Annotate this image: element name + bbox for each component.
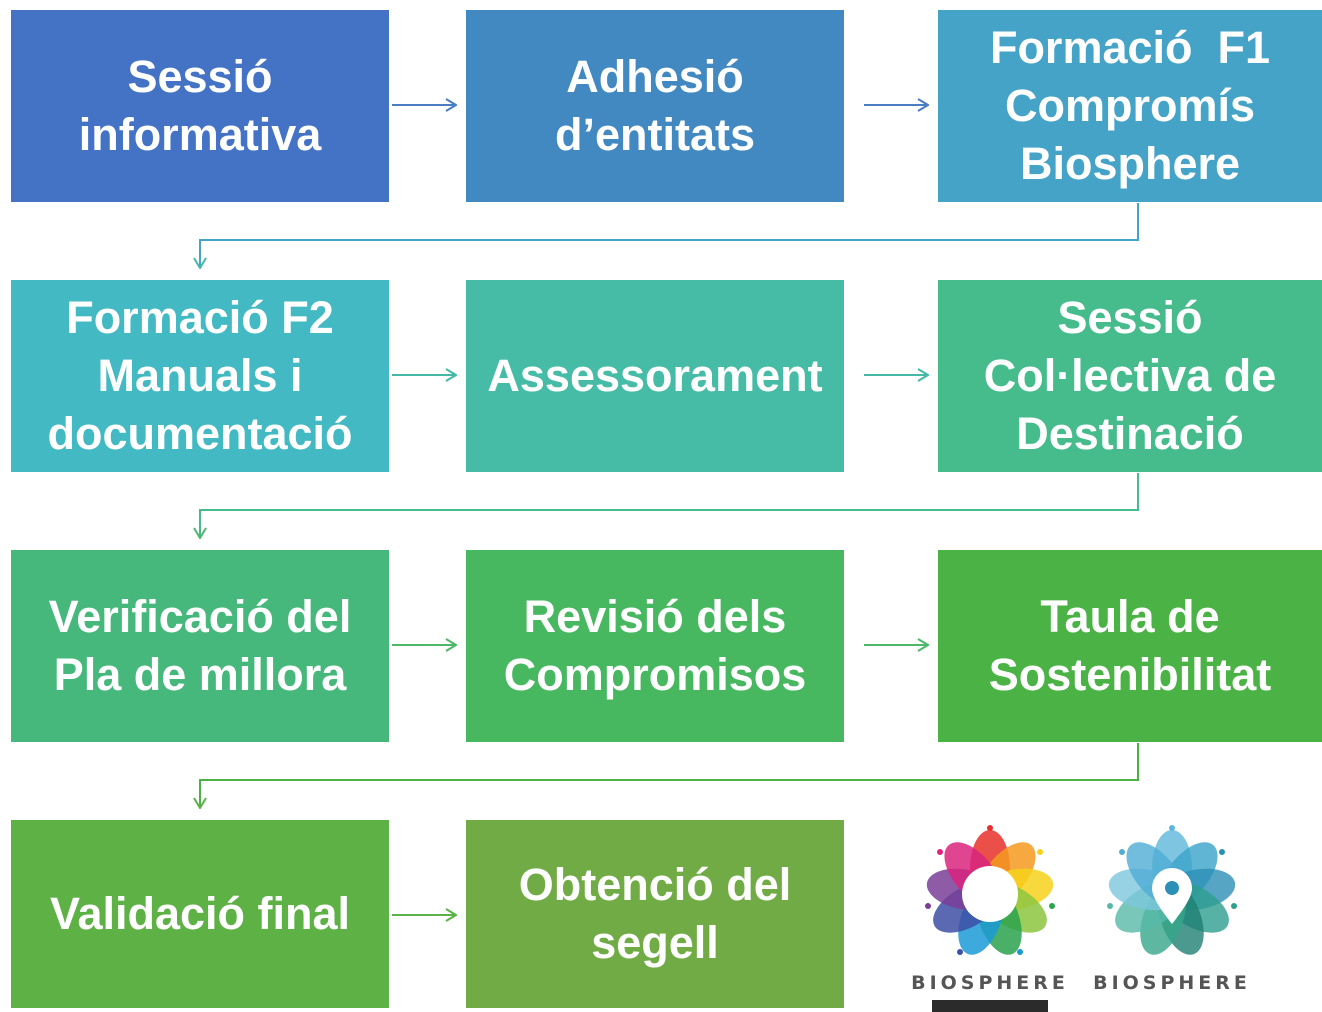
arrow-6-7: [200, 473, 1139, 538]
logo-label: BIOSPHERE: [1093, 972, 1251, 994]
step-line: Col·lectiva de: [983, 350, 1277, 401]
step-adhesio-entitats: Adhesió d’entitats: [466, 10, 844, 202]
step-line: Sostenibilitat: [988, 649, 1272, 700]
arrow-9-10: [200, 743, 1139, 808]
rainbow-flower-icon: [925, 825, 1055, 955]
step-sessio-informativa: Sessió informativa: [11, 10, 389, 202]
step-line: Sessió: [127, 51, 273, 102]
blue-flower-pin-icon: [1107, 825, 1237, 955]
step-line: Compromisos: [503, 649, 807, 700]
step-line: Manuals i: [97, 350, 303, 401]
step-line: Formació F2: [66, 292, 334, 343]
step-line: Validació final: [49, 888, 351, 939]
step-line: Sessió: [1057, 292, 1203, 343]
logo-sub-bar: [932, 1000, 1048, 1012]
step-line: Verificació del: [48, 591, 352, 642]
step-obtencio-segell: Obtenció del segell: [466, 820, 844, 1008]
step-line: segell: [591, 917, 719, 968]
logo-label: BIOSPHERE: [911, 972, 1069, 994]
biosphere-logo-rainbow: BIOSPHERE: [910, 822, 1070, 1012]
step-line: Adhesió: [566, 51, 744, 102]
step-line: Destinació: [1016, 408, 1244, 459]
step-line: Taula de: [1040, 591, 1220, 642]
step-validacio-final: Validació final: [11, 820, 389, 1008]
biosphere-logo-pin: BIOSPHERE: [1092, 822, 1252, 1012]
step-line: Biosphere: [1019, 138, 1241, 189]
step-assessorament: Assessorament: [466, 280, 844, 472]
arrow-3-4: [200, 203, 1139, 268]
step-line: Compromís: [1004, 80, 1255, 131]
step-line: Assessorament: [487, 350, 823, 401]
step-line: Obtenció del: [518, 859, 792, 910]
step-line: Pla de millora: [53, 649, 347, 700]
step-line: Formació F1: [989, 22, 1271, 73]
step-line: informativa: [78, 109, 322, 160]
step-formacio-f2: Formació F2 Manuals i documentació: [11, 280, 389, 472]
step-line: Revisió dels: [523, 591, 787, 642]
step-line: d’entitats: [554, 109, 756, 160]
step-line: documentació: [47, 408, 353, 459]
step-taula-sostenibilitat: Taula de Sostenibilitat: [938, 550, 1322, 742]
